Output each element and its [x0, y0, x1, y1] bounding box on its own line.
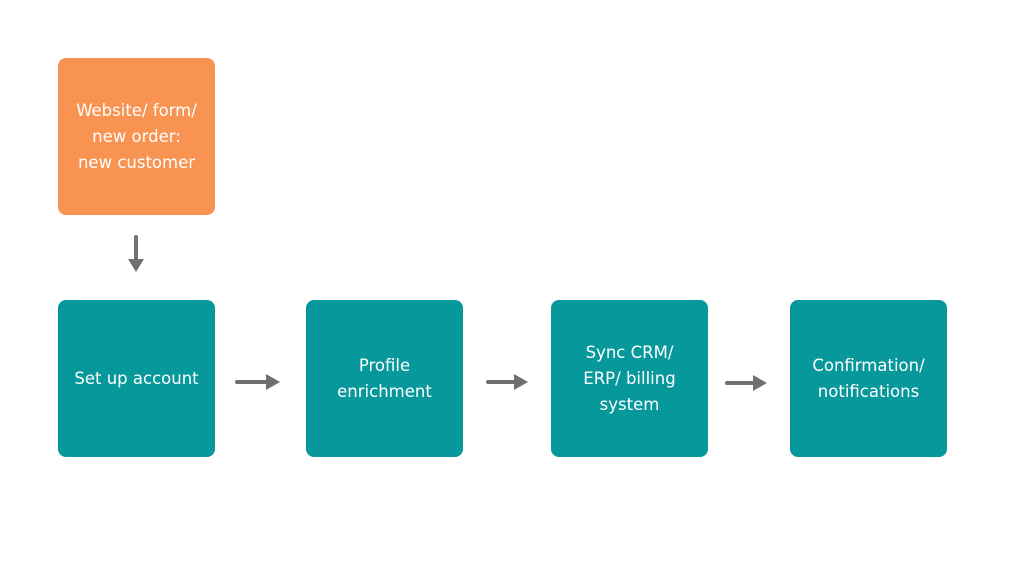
- node-sync-systems-label: Sync CRM/ ERP/ billing system: [583, 342, 676, 414]
- arrow-sync-to-confirm: [725, 375, 767, 391]
- node-set-up-account-label: Set up account: [74, 368, 199, 388]
- arrow-profile-to-sync: [486, 374, 528, 390]
- node-start-new-customer: Website/ form/ new order: new customer: [58, 58, 215, 215]
- node-confirmation-label: Confirmation/ notifications: [812, 355, 925, 401]
- arrow-start-to-setup: [128, 235, 144, 272]
- node-profile-enrichment-label: Profile enrichment: [337, 355, 432, 401]
- node-confirmation: Confirmation/ notifications: [790, 300, 947, 457]
- node-profile-enrichment: Profile enrichment: [306, 300, 463, 457]
- node-set-up-account: Set up account: [58, 300, 215, 457]
- node-start-label: Website/ form/ new order: new customer: [76, 100, 197, 172]
- node-sync-systems: Sync CRM/ ERP/ billing system: [551, 300, 708, 457]
- arrow-setup-to-profile: [235, 374, 280, 390]
